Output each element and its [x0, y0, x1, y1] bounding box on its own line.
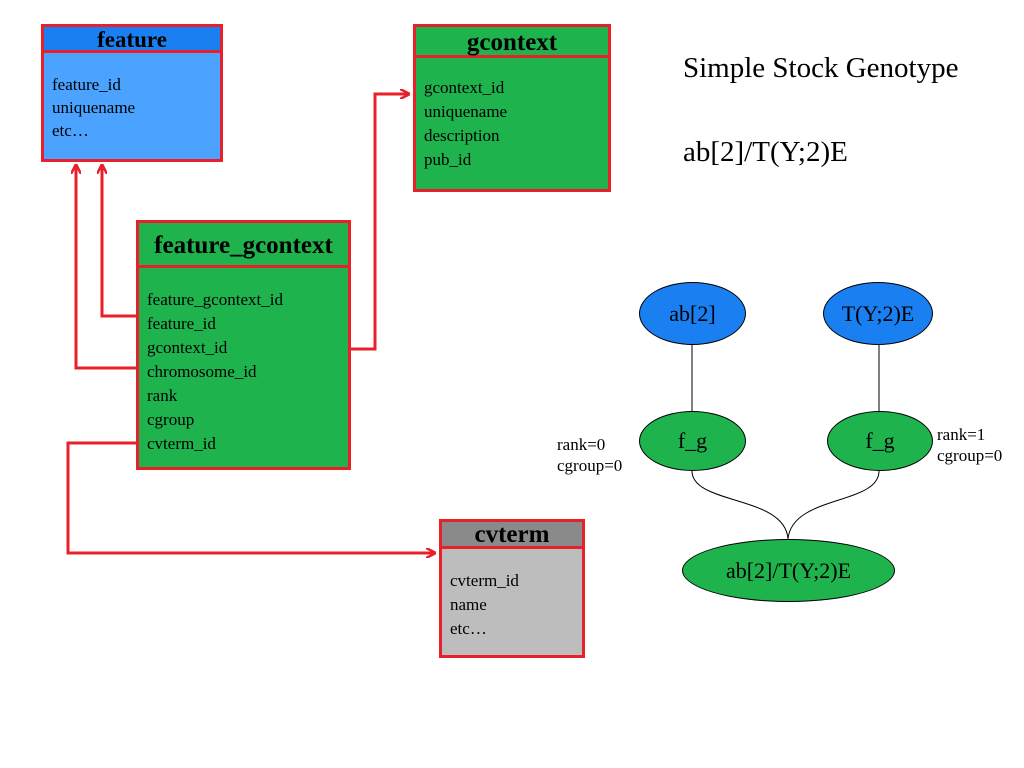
feature-gcontext-node-right: f_g: [827, 411, 933, 471]
field-row: uniquename: [52, 98, 136, 117]
feature-table-title: feature: [44, 27, 220, 53]
field-row: cgroup: [147, 410, 195, 429]
field-row: feature_id: [147, 314, 216, 333]
feature-table-fields: feature_id uniquename etc…: [44, 53, 220, 142]
fk-cvterm-id-connector: [66, 441, 435, 553]
field-row: gcontext_id: [424, 78, 505, 97]
cvterm-table: cvterm cvterm_id name etc…: [439, 519, 585, 658]
field-row: rank: [147, 386, 178, 405]
field-row: etc…: [52, 121, 89, 140]
field-row: cvterm_id: [450, 571, 519, 590]
genotype-node: ab[2]/T(Y;2)E: [682, 539, 895, 602]
feature-gcontext-table-fields: feature_gcontext_id feature_id gcontext_…: [139, 268, 348, 456]
field-row: feature_gcontext_id: [147, 290, 283, 309]
gcontext-table-title: gcontext: [416, 27, 608, 58]
cgroup-label: cgroup=0: [557, 456, 623, 475]
edge-fg-left-genotype: [691, 470, 789, 540]
rank-label: rank=1: [937, 425, 986, 444]
allele-node-ab2: ab[2]: [639, 282, 746, 345]
field-row: gcontext_id: [147, 338, 228, 357]
field-row: uniquename: [424, 102, 508, 121]
left-rank-note: rank=0 cgroup=0: [557, 434, 622, 476]
cvterm-table-fields: cvterm_id name etc…: [442, 549, 582, 641]
gcontext-table-fields: gcontext_id uniquename description pub_i…: [416, 58, 608, 172]
allele-node-tye: T(Y;2)E: [823, 282, 933, 345]
fk-gcontext-id-connector: [351, 94, 409, 351]
fk-feature-id-connector: [102, 165, 136, 318]
diagram-title: Simple Stock Genotype: [683, 52, 959, 84]
field-row: etc…: [450, 619, 487, 638]
field-row: pub_id: [424, 150, 472, 169]
feature-gcontext-table-title: feature_gcontext: [139, 223, 348, 268]
rank-label: rank=0: [557, 435, 606, 454]
field-row: feature_id: [52, 75, 121, 94]
field-row: chromosome_id: [147, 362, 257, 381]
cvterm-table-title: cvterm: [442, 522, 582, 549]
field-row: cvterm_id: [147, 434, 216, 453]
gcontext-table: gcontext gcontext_id uniquename descript…: [413, 24, 611, 192]
feature-gcontext-table: feature_gcontext feature_gcontext_id fea…: [136, 220, 351, 470]
right-rank-note: rank=1 cgroup=0: [937, 424, 1002, 466]
feature-table: feature feature_id uniquename etc…: [41, 24, 223, 162]
feature-gcontext-node-left: f_g: [639, 411, 746, 471]
fk-chromosome-id-connector: [76, 165, 136, 370]
edge-fg-right-genotype: [787, 470, 880, 540]
cgroup-label: cgroup=0: [937, 446, 1003, 465]
field-row: description: [424, 126, 500, 145]
genotype-heading: ab[2]/T(Y;2)E: [683, 136, 848, 168]
field-row: name: [450, 595, 487, 614]
